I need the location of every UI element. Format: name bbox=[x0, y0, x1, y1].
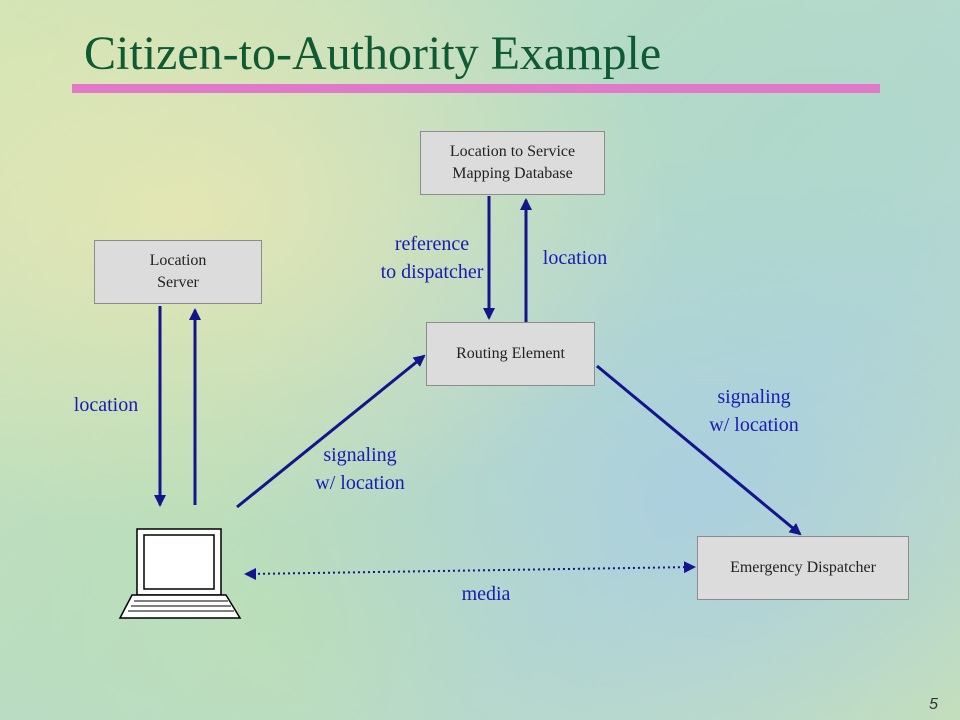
arrow-signaling-to-dispatcher bbox=[596, 364, 802, 536]
mapping-database-label: Location to Service Mapping Database bbox=[449, 143, 576, 182]
routing-element-label: Routing Element bbox=[456, 345, 565, 363]
label-signaling-left: signaling w/ location bbox=[315, 444, 405, 494]
arrow-signaling-to-routing bbox=[236, 354, 426, 509]
page-number: 5 bbox=[929, 696, 938, 713]
label-reference-to-dispatcher: reference to dispatcher bbox=[380, 233, 484, 283]
label-signaling-right: signaling w/ location bbox=[709, 386, 799, 436]
mapping-database-box: Location to Service Mapping Database bbox=[420, 131, 605, 195]
slide-title: Citizen-to-Authority Example bbox=[84, 27, 662, 80]
location-server-label: Location Server bbox=[149, 252, 207, 291]
laptop-icon bbox=[118, 528, 242, 619]
arrow-media bbox=[247, 561, 696, 575]
emergency-dispatcher-box: Emergency Dispatcher bbox=[697, 536, 909, 600]
label-location-top: location bbox=[542, 247, 608, 269]
label-location-left: location bbox=[73, 394, 139, 416]
routing-element-box: Routing Element bbox=[426, 322, 595, 386]
arrow-media-start-head bbox=[244, 568, 256, 580]
title-underline bbox=[72, 84, 880, 93]
emergency-dispatcher-label: Emergency Dispatcher bbox=[730, 559, 876, 577]
location-server-box: Location Server bbox=[94, 240, 262, 304]
label-media: media bbox=[461, 583, 511, 605]
